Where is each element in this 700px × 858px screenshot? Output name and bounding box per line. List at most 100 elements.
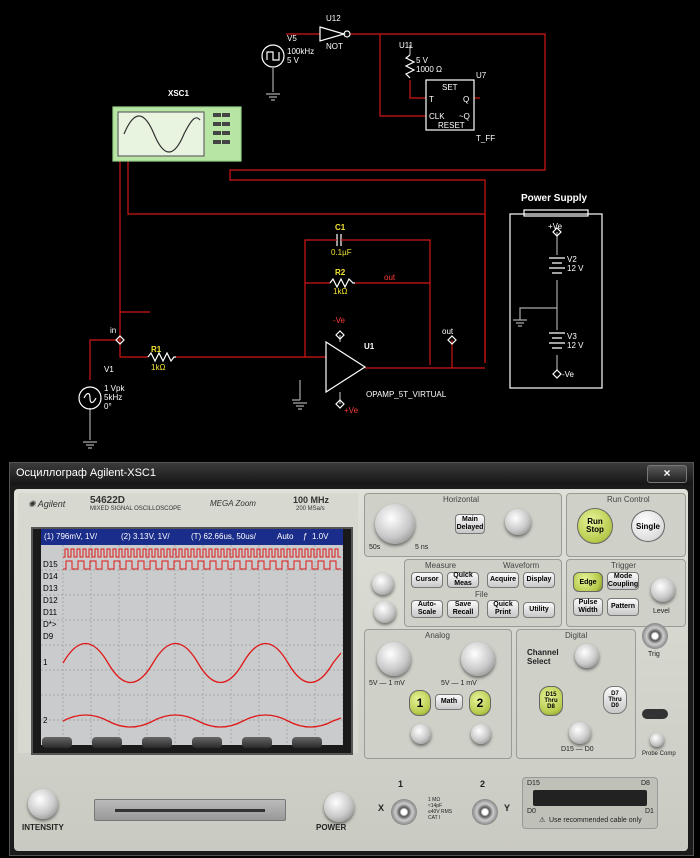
trigger-mode: Auto bbox=[277, 532, 294, 541]
display-button[interactable]: Display bbox=[523, 572, 555, 588]
ch2-button[interactable]: 2 bbox=[469, 690, 491, 716]
ch1-position-knob[interactable] bbox=[411, 724, 431, 744]
horizontal-scale-knob[interactable] bbox=[375, 504, 415, 544]
connector-warning: Use recommended cable only bbox=[549, 817, 642, 824]
probe-comp-icon bbox=[650, 733, 664, 747]
screen-bezel: ✺ Agilent 54622D MIXED SIGNAL OSCILLOSCO… bbox=[18, 493, 358, 755]
trigger-level-label: Level bbox=[653, 608, 670, 615]
ch2-position-knob[interactable] bbox=[471, 724, 491, 744]
softkey-5[interactable] bbox=[242, 737, 272, 748]
ch2-input-bnc[interactable] bbox=[472, 799, 498, 825]
d15-d8-button[interactable]: D15 Thru D8 bbox=[539, 686, 563, 716]
probe-comp-terminal[interactable] bbox=[642, 709, 668, 719]
connector-d1: D1 bbox=[645, 808, 654, 815]
pulse-width-button[interactable]: Pulse Width bbox=[573, 598, 603, 616]
u12-label: U12 bbox=[326, 14, 341, 23]
single-button[interactable]: Single bbox=[631, 510, 665, 542]
edge-button[interactable]: Edge bbox=[573, 572, 603, 592]
ch1-scale-range: 5V — 1 mV bbox=[369, 680, 405, 687]
trigger-level-knob[interactable] bbox=[651, 578, 675, 602]
u1-neg-supply: -Ve bbox=[333, 316, 346, 325]
softkey-1[interactable] bbox=[42, 737, 72, 748]
mode-coupling-button[interactable]: Mode Coupling bbox=[607, 572, 639, 590]
u11-volt: 5 V bbox=[416, 56, 429, 65]
ch2-volts-knob[interactable] bbox=[461, 642, 495, 676]
analog-marker-1: 1 bbox=[43, 658, 48, 667]
c1-value: 0.1µF bbox=[331, 248, 352, 257]
horizontal-panel: Horizontal 50s 5 ns Main Delayed bbox=[364, 493, 562, 557]
softkey-3[interactable] bbox=[142, 737, 172, 748]
softkey-2[interactable] bbox=[92, 737, 122, 748]
ext-trig-input[interactable] bbox=[642, 623, 668, 649]
u1-label: U1 bbox=[364, 342, 375, 351]
r2-value: 1kΩ bbox=[333, 287, 348, 296]
horizontal-position-knob[interactable] bbox=[505, 509, 531, 535]
agilent-star-icon: ✺ bbox=[28, 499, 36, 509]
measure-title: Measure bbox=[425, 561, 457, 570]
v1-freq: 5kHz bbox=[104, 393, 123, 402]
net-label-in: in bbox=[110, 326, 117, 335]
waveform-title: Waveform bbox=[503, 561, 540, 570]
quick-meas-button[interactable]: Quick Meas bbox=[447, 572, 479, 588]
undo-knob[interactable] bbox=[372, 573, 394, 595]
v2-volt: 12 V bbox=[567, 264, 584, 273]
r1-label: R1 bbox=[151, 345, 162, 354]
run-control-panel: Run Control Run Stop Single bbox=[566, 493, 686, 557]
softkey-6[interactable] bbox=[292, 737, 322, 748]
softkey-4[interactable] bbox=[192, 737, 222, 748]
u7-pin-reset: RESET bbox=[438, 121, 465, 130]
v2-label: V2 bbox=[567, 255, 577, 264]
acquire-button[interactable]: Acquire bbox=[487, 572, 519, 588]
connector-d0: D0 bbox=[527, 808, 536, 815]
xsc1-label: XSC1 bbox=[168, 89, 189, 98]
pattern-button[interactable]: Pattern bbox=[607, 598, 639, 616]
d15-d0-label: D15 — D0 bbox=[561, 746, 594, 753]
run-stop-button[interactable]: Run Stop bbox=[577, 508, 613, 544]
ch1-input-bnc[interactable] bbox=[391, 799, 417, 825]
digital-label-d11: D11 bbox=[43, 608, 58, 617]
main-delayed-button[interactable]: Main Delayed bbox=[455, 514, 485, 534]
save-recall-button[interactable]: Save Recall bbox=[447, 600, 479, 618]
trig-input-label: Trig bbox=[648, 651, 660, 658]
waveform-canvas bbox=[41, 545, 343, 745]
channel-select-knob[interactable] bbox=[575, 644, 599, 668]
u7-pin-clk: CLK bbox=[429, 112, 445, 121]
d7-d0-button[interactable]: D7 Thru D0 bbox=[603, 686, 627, 714]
v1-label: V1 bbox=[104, 365, 114, 374]
analog-marker-2: 2 bbox=[43, 716, 48, 725]
u7-pin-set: SET bbox=[442, 83, 458, 92]
digital-position-knob[interactable] bbox=[569, 722, 591, 744]
auto-scale-button[interactable]: Auto- Scale bbox=[411, 600, 443, 618]
ch2-status: (2) 3.13V, 1V/ bbox=[121, 532, 170, 541]
ch2-trace bbox=[62, 714, 342, 728]
u1-pos-supply: +Ve bbox=[344, 406, 359, 415]
scope-display: (1) 796mV, 1V/ (2) 3.13V, 1V/ (T) 62.66u… bbox=[41, 529, 343, 745]
u7-pin-nq: ~Q bbox=[459, 112, 470, 121]
probe-comp-label: Probe Comp bbox=[642, 751, 676, 757]
u12-type: NOT bbox=[326, 42, 343, 51]
power-supply-pos: +Ve bbox=[548, 222, 563, 231]
digital-connector[interactable] bbox=[533, 790, 647, 806]
input-spec: 1 MΩ ≈14pF ≤40V RMS CAT I bbox=[428, 797, 453, 821]
u7-pin-t: T bbox=[429, 95, 434, 104]
cursor-button[interactable]: Cursor bbox=[411, 572, 443, 588]
time-status: (T) 62.66us, 50us/ bbox=[191, 532, 256, 541]
connector-warning-icon: ⚠ bbox=[539, 817, 546, 824]
ch1-volts-knob[interactable] bbox=[377, 642, 411, 676]
power-button[interactable] bbox=[324, 792, 354, 822]
analog-title: Analog bbox=[425, 631, 450, 640]
close-button[interactable]: × bbox=[647, 465, 687, 483]
ch1-button[interactable]: 1 bbox=[409, 690, 431, 716]
title-bar[interactable]: Осциллограф Agilent-XSC1 × bbox=[10, 463, 693, 485]
v5-volt: 5 V bbox=[287, 56, 300, 65]
quick-print-button[interactable]: Quick Print bbox=[487, 600, 519, 618]
scope-front-panel: ✺ Agilent 54622D MIXED SIGNAL OSCILLOSCO… bbox=[14, 489, 688, 851]
floppy-drive bbox=[94, 799, 286, 821]
trigger-title: Trigger bbox=[611, 561, 637, 570]
entry-knob[interactable] bbox=[374, 601, 396, 623]
math-button[interactable]: Math bbox=[435, 694, 463, 710]
file-title: File bbox=[475, 590, 488, 599]
ch1-trace bbox=[62, 643, 342, 683]
intensity-knob[interactable] bbox=[28, 789, 58, 819]
utility-button[interactable]: Utility bbox=[523, 602, 555, 618]
